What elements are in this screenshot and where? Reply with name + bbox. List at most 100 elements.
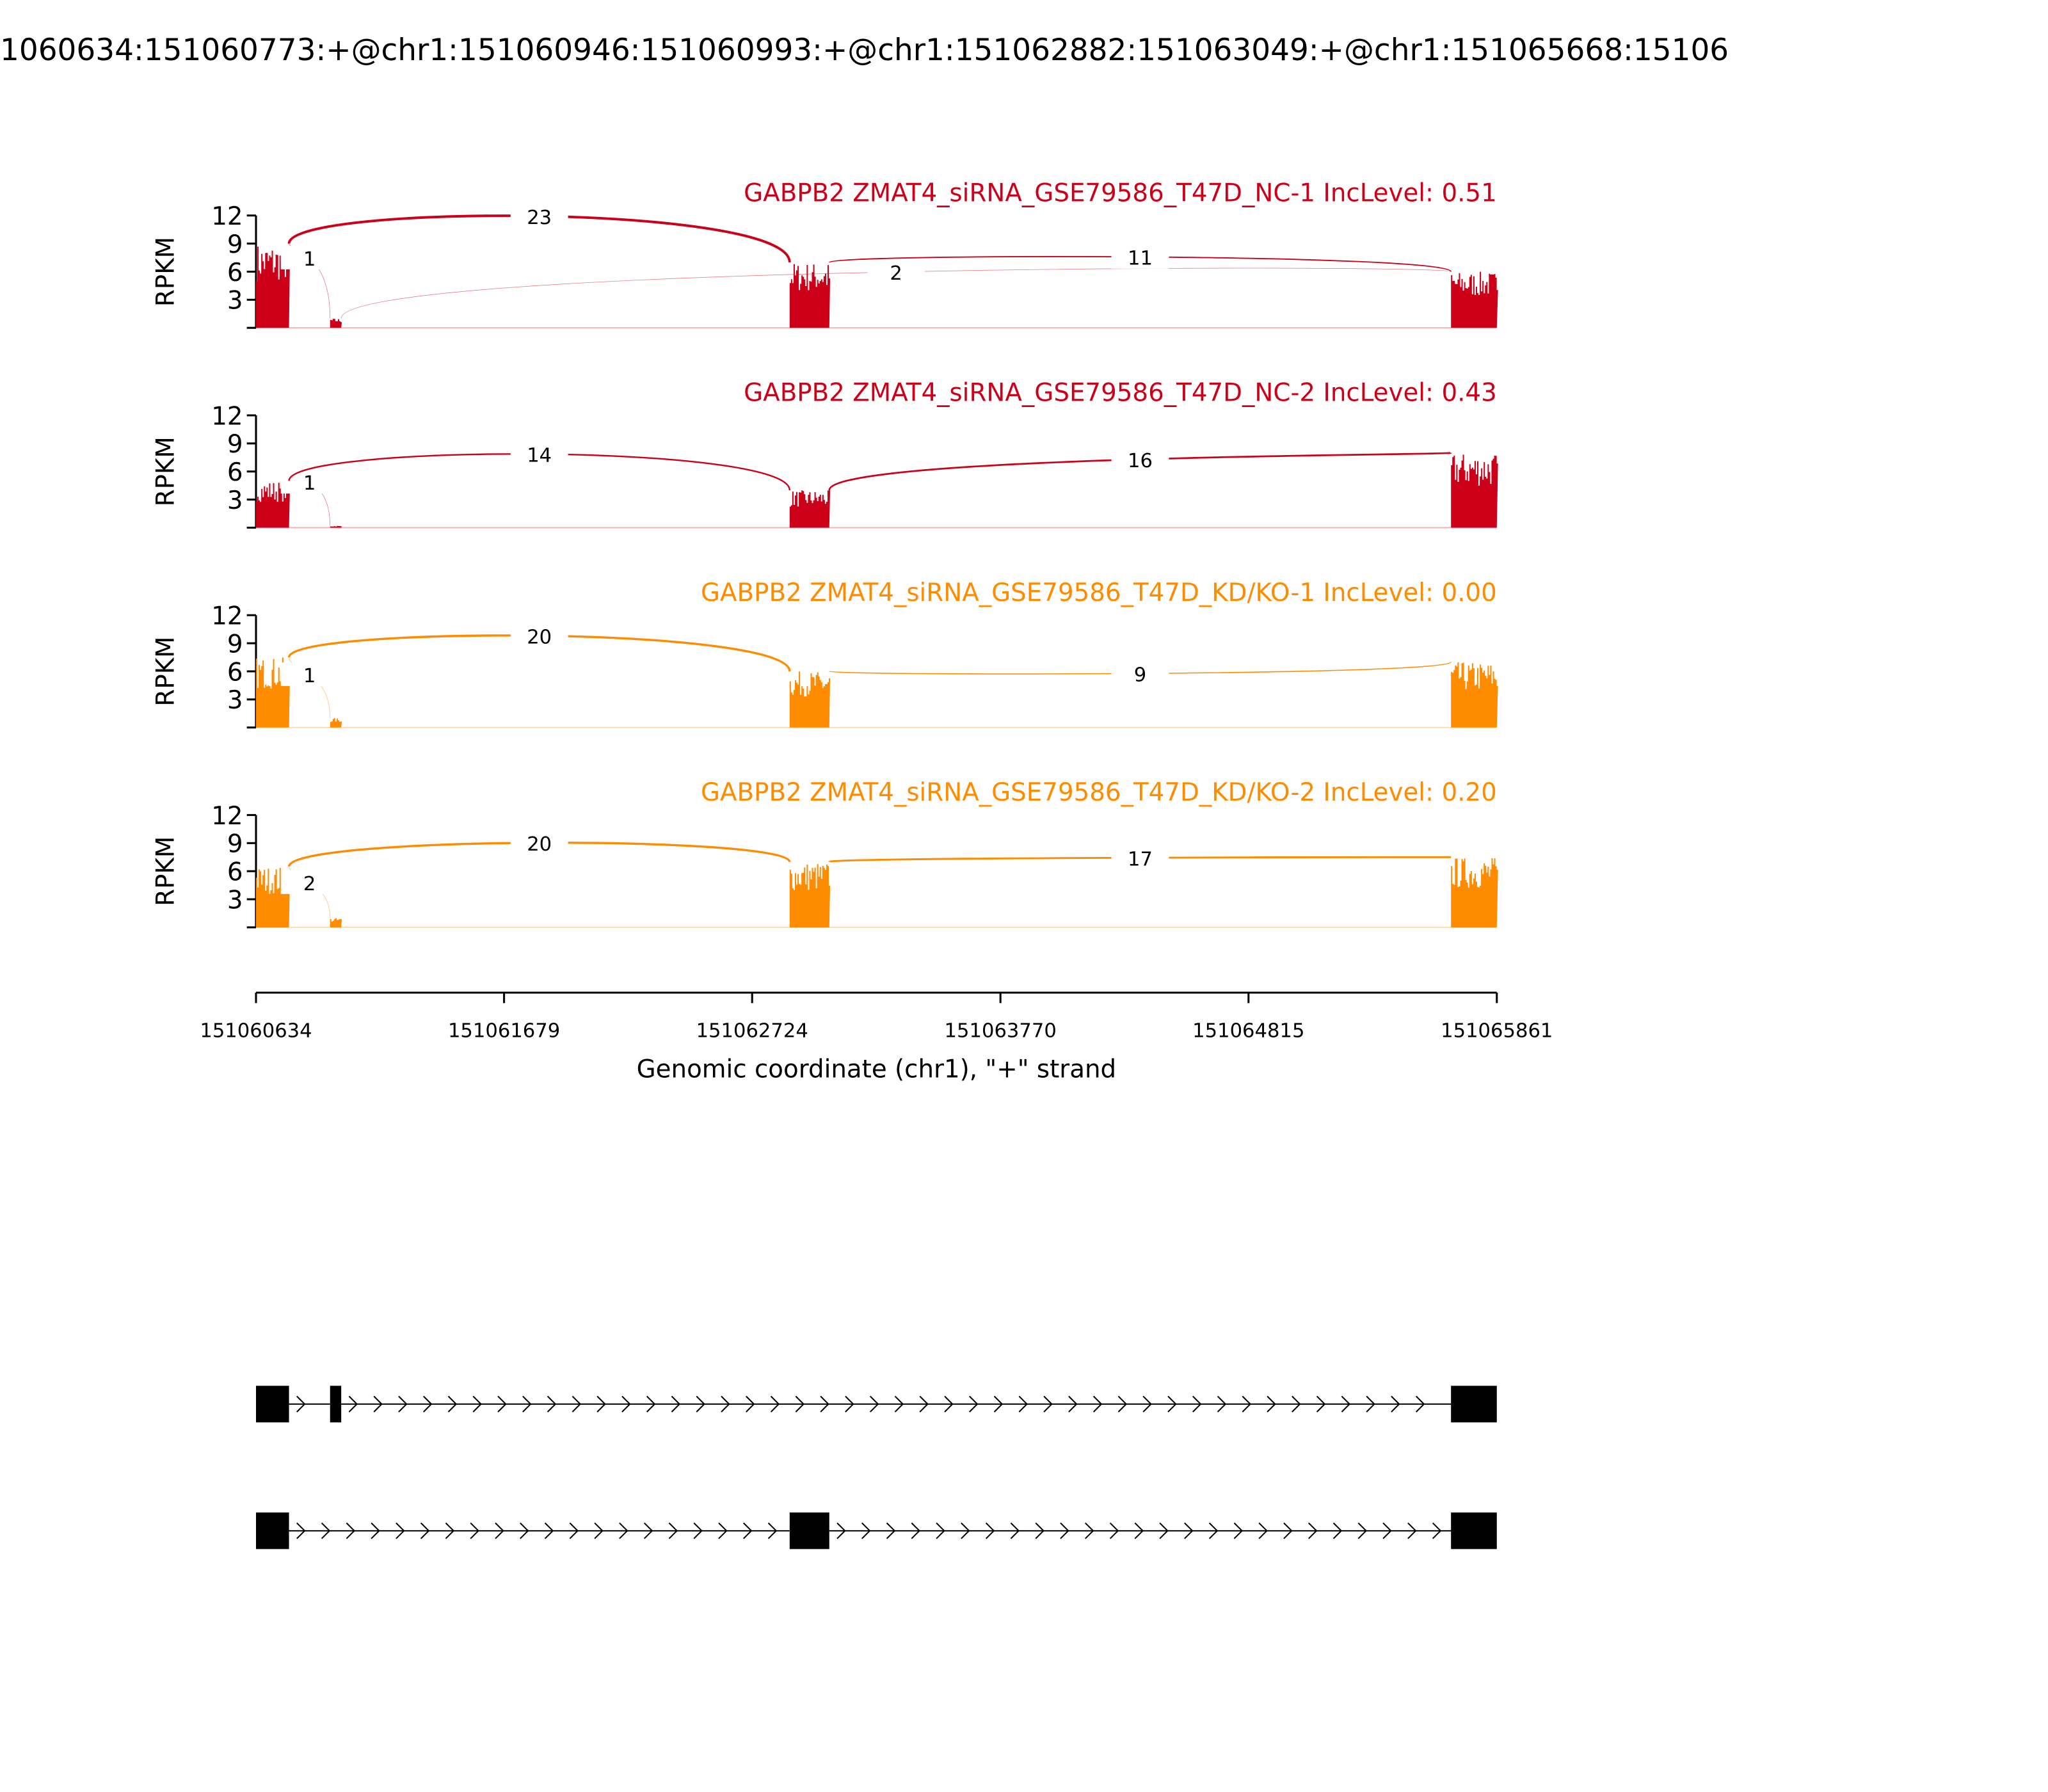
coverage-area <box>330 718 342 728</box>
strand-arrow-icon <box>348 1395 358 1412</box>
y-tick-label: 12 <box>211 602 243 631</box>
strand-arrow-icon <box>296 1395 306 1412</box>
strand-arrow-icon <box>544 1522 554 1539</box>
strand-arrow-icon <box>1316 1395 1326 1412</box>
panel-title: GABPB2 ZMAT4_siRNA_GSE79586_T47D_KD/KO-1… <box>701 579 1497 607</box>
sample-panel: GABPB2 ZMAT4_siRNA_GSE79586_T47D_KD/KO-2… <box>151 778 1498 929</box>
junction-label-bg <box>280 470 339 494</box>
strand-arrow-icon <box>1109 1522 1119 1539</box>
strand-arrow-icon <box>1292 1395 1301 1412</box>
strand-arrow-icon <box>470 1522 479 1539</box>
x-tick-label: 151063770 <box>945 1020 1057 1042</box>
x-tick-label: 151064815 <box>1192 1020 1304 1042</box>
strand-arrow-icon <box>1142 1395 1152 1412</box>
strand-arrow-icon <box>643 1522 653 1539</box>
y-tick-label: 9 <box>227 630 243 659</box>
strand-arrow-icon <box>1192 1395 1202 1412</box>
junction-label-bg <box>510 442 568 466</box>
strand-arrow-icon <box>969 1395 979 1412</box>
y-tick-label: 6 <box>227 658 243 687</box>
strand-arrow-icon <box>911 1522 921 1539</box>
strand-arrow-icon <box>1341 1395 1351 1412</box>
strand-arrow-icon <box>398 1395 408 1412</box>
y-axis-label: RPKM <box>151 636 180 706</box>
coverage-area <box>1451 454 1498 528</box>
x-tick-label: 151060634 <box>200 1020 312 1042</box>
strand-arrow-icon <box>1159 1522 1169 1539</box>
y-tick-label: 12 <box>211 202 243 231</box>
strand-arrow-icon <box>373 1395 383 1412</box>
strand-arrow-icon <box>420 1522 430 1539</box>
coverage-area <box>789 264 831 328</box>
junction-count-label: 2 <box>303 873 316 895</box>
strand-arrow-icon <box>1167 1395 1177 1412</box>
strand-arrow-icon <box>894 1395 904 1412</box>
strand-arrow-icon <box>795 1395 805 1412</box>
exon-block <box>1451 1386 1497 1423</box>
coverage-area <box>330 525 342 528</box>
y-tick-label: 6 <box>227 259 243 287</box>
strand-arrow-icon <box>646 1395 656 1412</box>
strand-arrow-icon <box>569 1522 579 1539</box>
junction-label-bg <box>1111 845 1169 870</box>
strand-arrow-icon <box>961 1522 970 1539</box>
junction-count-label: 23 <box>527 207 552 229</box>
strand-arrow-icon <box>693 1522 703 1539</box>
exon-block <box>1451 1512 1497 1549</box>
isoform-track <box>256 1512 1497 1549</box>
y-tick-label: 3 <box>227 686 243 715</box>
strand-arrow-icon <box>596 1395 606 1412</box>
junction-label-bg <box>510 623 568 648</box>
coverage-area <box>1451 858 1498 927</box>
strand-arrow-icon <box>1242 1395 1252 1412</box>
strand-arrow-icon <box>472 1395 482 1412</box>
y-tick-label: 6 <box>227 858 243 887</box>
sample-panel: GABPB2 ZMAT4_siRNA_GSE79586_T47D_NC-1 In… <box>151 179 1498 329</box>
junction-label-bg <box>280 870 339 894</box>
strand-arrow-icon <box>1217 1395 1227 1412</box>
strand-arrow-icon <box>743 1522 753 1539</box>
strand-arrow-icon <box>572 1395 582 1412</box>
junction-count-label: 20 <box>527 627 552 649</box>
coverage-area <box>789 864 831 927</box>
strand-arrow-icon <box>594 1522 604 1539</box>
y-axis-label: RPKM <box>151 836 180 906</box>
strand-arrow-icon <box>671 1395 681 1412</box>
strand-arrow-icon <box>1283 1522 1293 1539</box>
exon-block <box>789 1512 829 1549</box>
strand-arrow-icon <box>668 1522 678 1539</box>
strand-arrow-icon <box>746 1395 755 1412</box>
x-tick-label: 151062724 <box>696 1020 808 1042</box>
strand-arrow-icon <box>1018 1395 1028 1412</box>
strand-arrow-icon <box>547 1395 557 1412</box>
strand-arrow-icon <box>944 1395 954 1412</box>
coverage-area <box>789 490 831 528</box>
junction-label-bg <box>1111 447 1169 472</box>
strand-arrow-icon <box>346 1522 356 1539</box>
strand-arrow-icon <box>1258 1522 1268 1539</box>
strand-arrow-icon <box>1267 1395 1276 1412</box>
sample-panel: GABPB2 ZMAT4_siRNA_GSE79586_T47D_NC-2 In… <box>151 379 1498 529</box>
coverage-area <box>330 918 342 927</box>
panel-title: GABPB2 ZMAT4_siRNA_GSE79586_T47D_KD/KO-2… <box>701 778 1497 807</box>
exon-block <box>256 1512 289 1549</box>
strand-arrow-icon <box>1382 1522 1392 1539</box>
strand-arrow-icon <box>845 1395 854 1412</box>
isoform-track <box>256 1386 1497 1423</box>
y-tick-label: 3 <box>227 886 243 915</box>
figure-title: 1060634:151060773:+@chr1:151060946:15106… <box>0 33 1729 68</box>
y-tick-label: 3 <box>227 486 243 515</box>
y-tick-label: 6 <box>227 458 243 487</box>
strand-arrow-icon <box>820 1395 829 1412</box>
strand-arrow-icon <box>721 1395 730 1412</box>
strand-arrow-icon <box>1043 1395 1053 1412</box>
strand-arrow-icon <box>1068 1395 1078 1412</box>
strand-arrow-icon <box>495 1522 504 1539</box>
junction-count-label: 11 <box>1128 248 1153 270</box>
y-tick-label: 9 <box>227 830 243 859</box>
y-tick-label: 12 <box>211 402 243 431</box>
junction-count-label: 20 <box>527 833 552 856</box>
strand-arrow-icon <box>993 1395 1004 1412</box>
strand-arrow-icon <box>1407 1522 1417 1539</box>
